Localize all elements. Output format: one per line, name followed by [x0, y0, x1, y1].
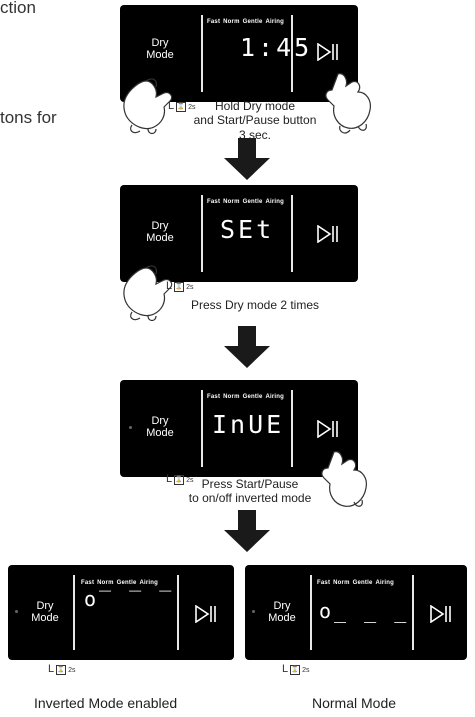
indicator-dot	[252, 610, 255, 613]
mode-fast: Fast	[207, 394, 221, 400]
segment-display: 1:45	[240, 33, 313, 62]
instruction-line: Hold Dry mode	[214, 99, 296, 113]
dry-mode-label-line1: Dry	[151, 415, 169, 427]
divider	[291, 15, 293, 92]
timer-label: 2s	[68, 667, 76, 674]
timer-2s-icon: L⌛2s	[166, 473, 194, 485]
step1-instruction: Hold Dry mode and Start/Pause button 3 s…	[180, 99, 330, 142]
timer-label: 2s	[186, 284, 194, 291]
divider	[291, 195, 293, 272]
timer-2s-icon: L⌛2s	[168, 100, 196, 112]
timer-2s-icon: L⌛2s	[166, 280, 194, 292]
indicator-dot	[129, 426, 132, 429]
instruction-line: to on/off inverted mode	[188, 491, 312, 506]
mode-airing: Airing	[265, 199, 285, 205]
play-pause-icon[interactable]	[316, 420, 340, 438]
timer-2s-icon: L⌛2s	[282, 663, 310, 675]
dry-mode-label-line2: Mode	[146, 231, 174, 244]
timer-label: 2s	[188, 104, 196, 111]
dry-mode-label-line1: Dry	[36, 600, 54, 612]
dry-mode-button[interactable]: Dry Mode	[138, 220, 182, 244]
timer-2s-icon: L⌛2s	[48, 663, 76, 675]
mode-fast: Fast	[81, 580, 95, 586]
mode-gentle: Gentle	[116, 580, 137, 586]
mode-norm: Norm	[97, 580, 114, 586]
play-pause-icon[interactable]	[429, 605, 453, 623]
divider	[177, 575, 179, 650]
play-pause-icon[interactable]	[316, 225, 340, 243]
hand-pressing-icon	[325, 73, 371, 134]
down-arrow-icon	[224, 326, 270, 368]
clipped-text-side: tons for	[0, 108, 57, 127]
segment-display: o_ _ _	[319, 599, 410, 623]
play-pause-icon[interactable]	[316, 43, 340, 61]
caption-inverted-mode: Inverted Mode enabled	[34, 695, 178, 711]
dry-mode-button[interactable]: Dry Mode	[260, 600, 304, 624]
divider	[201, 195, 203, 272]
indicator-dot	[15, 610, 18, 613]
mode-fast: Fast	[317, 580, 331, 586]
dry-mode-label-line1: Dry	[151, 220, 169, 232]
step2-instruction: Press Dry mode 2 times	[180, 298, 330, 312]
clipped-text-top: ction	[0, 0, 36, 17]
hand-pressing-icon	[123, 265, 173, 322]
hand-pressing-icon	[321, 451, 367, 507]
segment-display: SEt	[220, 215, 275, 244]
step3-instruction: Press Start/Pause to on/off inverted mod…	[170, 477, 330, 506]
mode-fast: Fast	[207, 199, 221, 205]
dry-mode-label-line2: Mode	[146, 426, 174, 439]
instruction-line: Press Dry mode 2 times	[190, 298, 320, 312]
divider	[310, 575, 312, 650]
mode-norm: Norm	[223, 394, 240, 400]
divider	[412, 575, 414, 650]
mode-gentle: Gentle	[242, 19, 263, 25]
mode-norm: Norm	[223, 19, 240, 25]
mode-norm: Norm	[333, 580, 350, 586]
mode-gentle: Gentle	[352, 580, 373, 586]
mode-airing: Airing	[265, 394, 285, 400]
play-pause-icon[interactable]	[194, 605, 218, 623]
divider	[201, 390, 203, 467]
dry-mode-label-line2: Mode	[268, 611, 296, 624]
mode-fast: Fast	[207, 19, 221, 25]
dry-mode-label-line1: Dry	[273, 600, 291, 612]
dry-mode-button[interactable]: Dry Mode	[23, 600, 67, 624]
divider	[73, 575, 75, 650]
segment-display: o‾ ‾ ‾	[84, 587, 175, 611]
dry-mode-label-line2: Mode	[31, 611, 59, 624]
segment-display: InUE	[212, 410, 285, 439]
divider	[291, 390, 293, 467]
instruction-line: Press Start/Pause	[201, 477, 299, 491]
instruction-line: and Start/Pause button	[193, 113, 317, 128]
dry-mode-label-line2: Mode	[146, 48, 174, 61]
timer-label: 2s	[186, 477, 194, 484]
mode-airing: Airing	[139, 580, 159, 586]
mode-gentle: Gentle	[242, 199, 263, 205]
caption-normal-mode: Normal Mode	[312, 695, 397, 711]
dry-mode-button[interactable]: Dry Mode	[138, 37, 182, 61]
timer-label: 2s	[302, 667, 310, 674]
dry-mode-label-line1: Dry	[151, 37, 169, 49]
mode-norm: Norm	[223, 199, 240, 205]
mode-airing: Airing	[265, 19, 285, 25]
mode-airing: Airing	[375, 580, 395, 586]
divider	[201, 15, 203, 92]
down-arrow-icon	[224, 138, 270, 180]
mode-gentle: Gentle	[242, 394, 263, 400]
hand-pressing-icon	[123, 78, 173, 135]
dry-mode-button[interactable]: Dry Mode	[138, 415, 182, 439]
down-arrow-icon	[224, 510, 270, 552]
